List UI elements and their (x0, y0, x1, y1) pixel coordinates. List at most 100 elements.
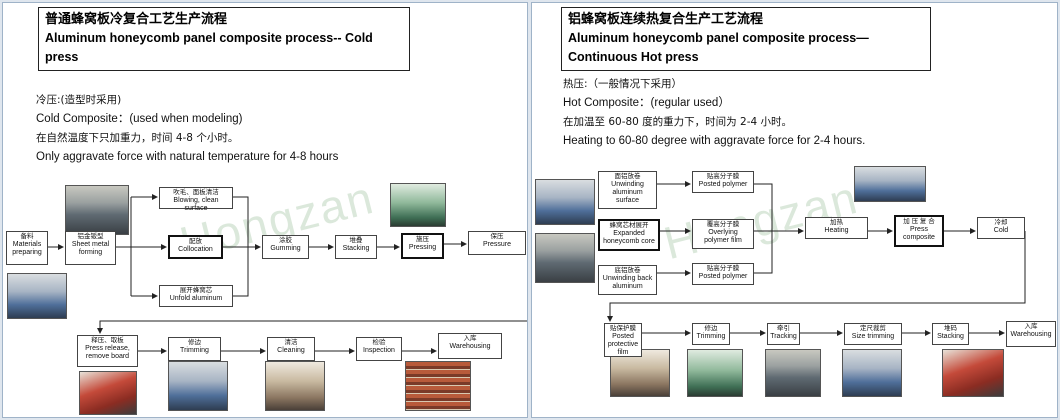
node-label-zh: 配放 (189, 238, 202, 245)
stacking-hot-photo (942, 349, 1004, 397)
node-label-en: Press release, remove board (85, 345, 130, 360)
node-label-zh: 堆码 (944, 325, 957, 332)
node-label-zh: 保压 (490, 233, 504, 240)
cold-flow-connectors (48, 194, 527, 354)
hot-note-en-2: Heating to 60-80 degree with aggravate f… (563, 135, 866, 147)
cold-press-notes: 冷压:(造型时采用) Cold Composite：(used when mod… (36, 91, 416, 167)
heating-line-photo (854, 166, 926, 202)
node-label-en: Posted polymer (698, 181, 748, 188)
node-label-zh: 检验 (372, 339, 386, 346)
cold-note-zh-1: 冷压:(造型时采用) (36, 94, 122, 106)
node-label-en: Cold (993, 227, 1009, 234)
hot-note-zh-2: 在加温至 60-80 度的重力下，时间为 2-4 小时。 (563, 116, 793, 128)
node-label-zh: 面铝放卷 (614, 173, 641, 180)
node-label-en: Unwinding back aluminum (602, 275, 653, 290)
node-label-zh: 贴保护膜 (610, 325, 636, 332)
hot-press-title-en: Aluminum honeycomb panel composite proce… (568, 31, 869, 64)
cold-press-title-box: 普通蜂窝板冷复合工艺生产流程 Aluminum honeycomb panel … (38, 7, 410, 71)
cold-note-en-2: Only aggravate force with natural temper… (36, 151, 339, 163)
node-label-en: Pressing (408, 244, 437, 251)
node-label-zh: 底铝放卷 (614, 267, 641, 274)
node-label-zh: 展开蜂窝芯 (179, 287, 213, 294)
node-label-en: Overlying polymer film (704, 229, 742, 244)
node-label-zh: 牵引 (777, 325, 790, 332)
node-label-zh: 加 压 复 合 (903, 218, 935, 225)
node-label-zh: 清洁 (284, 339, 298, 346)
node-label-en: Heating (824, 227, 849, 234)
node-label-en: Posted protective film (607, 333, 639, 356)
hot-press-title-box: 铝蜂窝板连续热复合生产工艺流程 Aluminum honeycomb panel… (561, 7, 931, 71)
node-label-zh: 贴高分子膜 (706, 265, 740, 272)
cold-note-zh-2: 在自然温度下只加重力，时间 4-8 个小时。 (36, 132, 239, 144)
cold-press-title-en: Aluminum honeycomb panel composite proce… (45, 31, 373, 64)
hot-press-panel: 铝蜂窝板连续热复合生产工艺流程 Aluminum honeycomb panel… (531, 2, 1058, 418)
node-label-zh: 入库 (463, 335, 477, 342)
node-label-zh: 修边 (188, 339, 201, 346)
node-label-zh: 修边 (704, 325, 718, 332)
node-label-en: Trimming (180, 347, 209, 354)
hot-note-en-1: Hot Composite：(regular used） (563, 97, 730, 109)
node-label-zh: 蜂窝芯材展开 (609, 222, 649, 229)
hot-note-zh-1: 热压:（一般情况下采用） (563, 78, 683, 90)
node-label-zh: 冷却 (994, 219, 1008, 226)
node-label-zh: 加热 (830, 219, 843, 226)
node-label-en: Expanded honeycomb core (603, 230, 655, 245)
node-label-en: Cleaning (277, 347, 305, 354)
node-label-en: Gumming (270, 245, 301, 252)
unwinding-photo (535, 179, 595, 225)
node-label-zh: 备料 (20, 233, 34, 240)
node-label-en: Warehousing (449, 343, 491, 350)
node-label-en: Collocation (178, 246, 213, 253)
node-label-en: Materials preparing (12, 241, 42, 256)
node-label-zh: 入库 (1024, 323, 1038, 330)
node-label-zh: 涂胶 (279, 237, 292, 244)
node-label-en: Press composite (903, 226, 935, 241)
node-label-en: Tracking (770, 333, 797, 340)
node-label-en: Size trimming (851, 333, 895, 340)
node-label-zh: 覆高分子膜 (706, 221, 740, 228)
trimming-hot-photo (687, 349, 743, 397)
cold-press-title-zh: 普通蜂窝板冷复合工艺生产流程 (45, 12, 228, 27)
node-label-zh: 定尺裁剪 (860, 325, 886, 332)
node-label-en: Warehousing (1010, 331, 1052, 338)
hot-press-title-zh: 铝蜂窝板连续热复合生产工艺流程 (568, 12, 764, 27)
node-label-en: Stacking (342, 245, 370, 252)
cleaning-photo (265, 361, 325, 411)
node-label-en: Stacking (937, 333, 964, 340)
node-label-en: Posted polymer (698, 273, 748, 280)
node-label-zh: 铝金钣型 (77, 233, 104, 240)
node-label-zh: 施压 (416, 236, 429, 243)
hot-flow-connectors (607, 181, 1026, 336)
node-label-en: Pressure (482, 241, 511, 248)
node-label-en: Unwinding aluminum surface (611, 181, 644, 204)
size-trimming-photo (842, 349, 902, 397)
cold-note-en-1: Cold Composite：(used when modeling) (36, 113, 243, 125)
node-label-en: Trimming (696, 333, 726, 340)
